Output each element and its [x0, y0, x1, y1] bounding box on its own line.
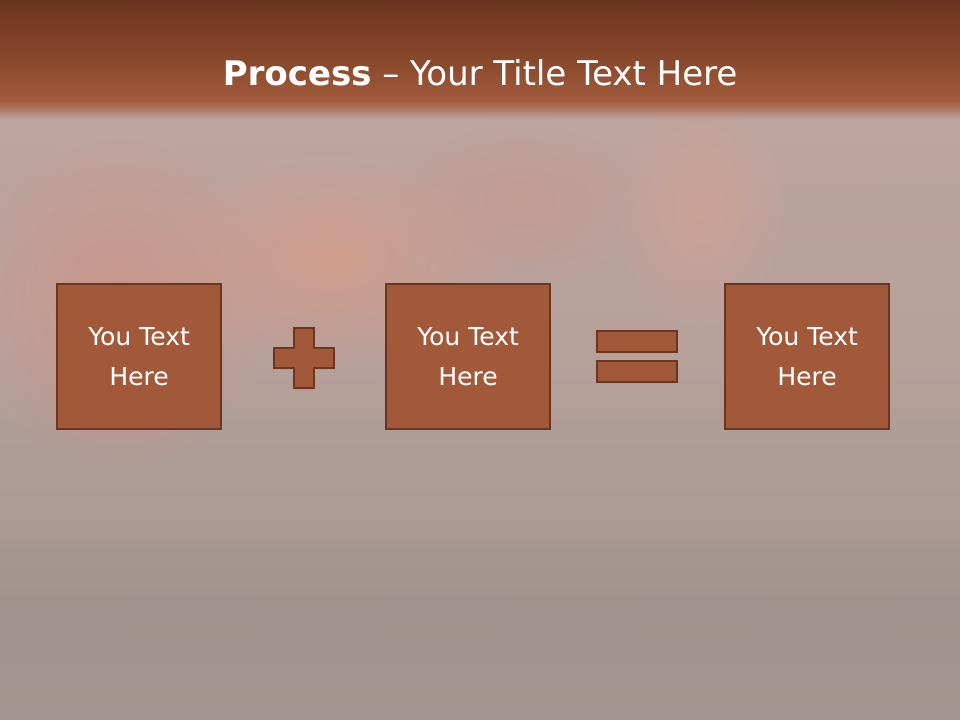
process-box-label: You Text Here — [756, 321, 858, 391]
process-box-label: You Text Here — [417, 321, 519, 391]
background-water — [0, 520, 960, 720]
process-box-label: You Text Here — [88, 321, 190, 391]
process-box-2[interactable]: You Text Here — [385, 283, 551, 430]
plus-icon — [272, 326, 336, 390]
title-banner — [0, 0, 960, 120]
slide-title: Process – Your Title Text Here — [0, 52, 960, 96]
title-bold: Process — [222, 54, 372, 94]
title-rest: – Your Title Text Here — [371, 54, 738, 94]
process-box-3[interactable]: You Text Here — [724, 283, 890, 430]
process-box-1[interactable]: You Text Here — [56, 283, 222, 430]
equals-icon — [596, 329, 678, 385]
